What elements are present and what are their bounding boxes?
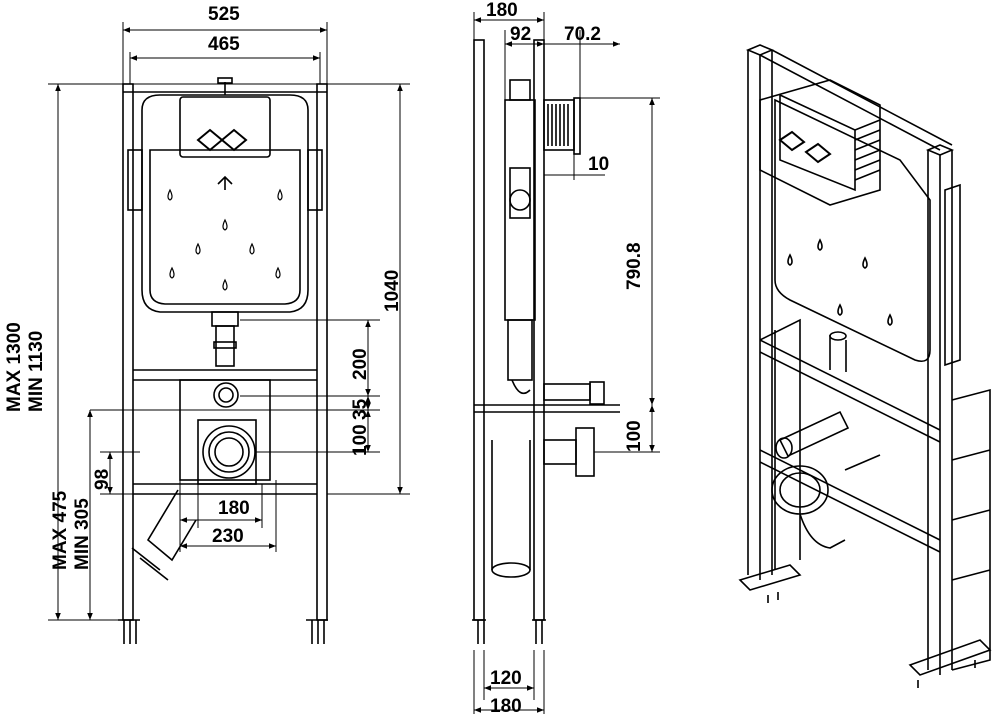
dim-outlet-height: 100 xyxy=(624,420,645,452)
front-connectors xyxy=(131,379,271,581)
front-dimensions xyxy=(48,22,410,621)
dim-height-min: MIN 1130 xyxy=(26,331,47,412)
side-view: 180 92 70.2 10 790.8 100 120 180 xyxy=(472,0,660,717)
dim-drain-height: 200 xyxy=(350,348,371,380)
front-cistern xyxy=(127,77,323,313)
iso-frame xyxy=(738,44,992,688)
side-dimensions xyxy=(473,12,660,714)
dim-pipe-offset-b: 100 xyxy=(350,424,371,456)
dim-bracket-outer: 230 xyxy=(212,526,244,547)
dim-height-max: MAX 1300 xyxy=(4,322,25,412)
dim-width-outer: 525 xyxy=(208,4,240,25)
dim-button-height: 790.8 xyxy=(624,242,645,290)
front-cistern-drops xyxy=(167,188,283,291)
dim-foot-outer: 180 xyxy=(490,696,522,717)
dim-outlet-max: MAX 475 xyxy=(50,490,71,570)
isometric-view xyxy=(738,44,992,688)
dim-bracket-inner: 180 xyxy=(218,498,250,519)
front-flush-pipe xyxy=(211,311,239,367)
dim-outlet-min: MIN 305 xyxy=(72,498,93,570)
dim-side-offset: 98 xyxy=(92,469,113,490)
dim-depth-frame: 92 xyxy=(510,24,531,45)
iso-pipes xyxy=(771,331,881,549)
dim-foot-inner: 120 xyxy=(490,668,522,689)
dim-height-frame: 1040 xyxy=(382,270,403,312)
dim-button-offset: 10 xyxy=(588,154,609,175)
dim-button-depth: 70.2 xyxy=(564,24,601,45)
dim-width-inner: 465 xyxy=(208,34,240,55)
dim-pipe-offset-a: 35 xyxy=(350,398,371,420)
dim-depth-total: 180 xyxy=(486,0,518,21)
side-frame xyxy=(472,39,620,644)
iso-cistern xyxy=(759,79,961,367)
front-view: 525 465 MAX 1300 MIN 1130 1040 200 35 10… xyxy=(4,4,410,644)
